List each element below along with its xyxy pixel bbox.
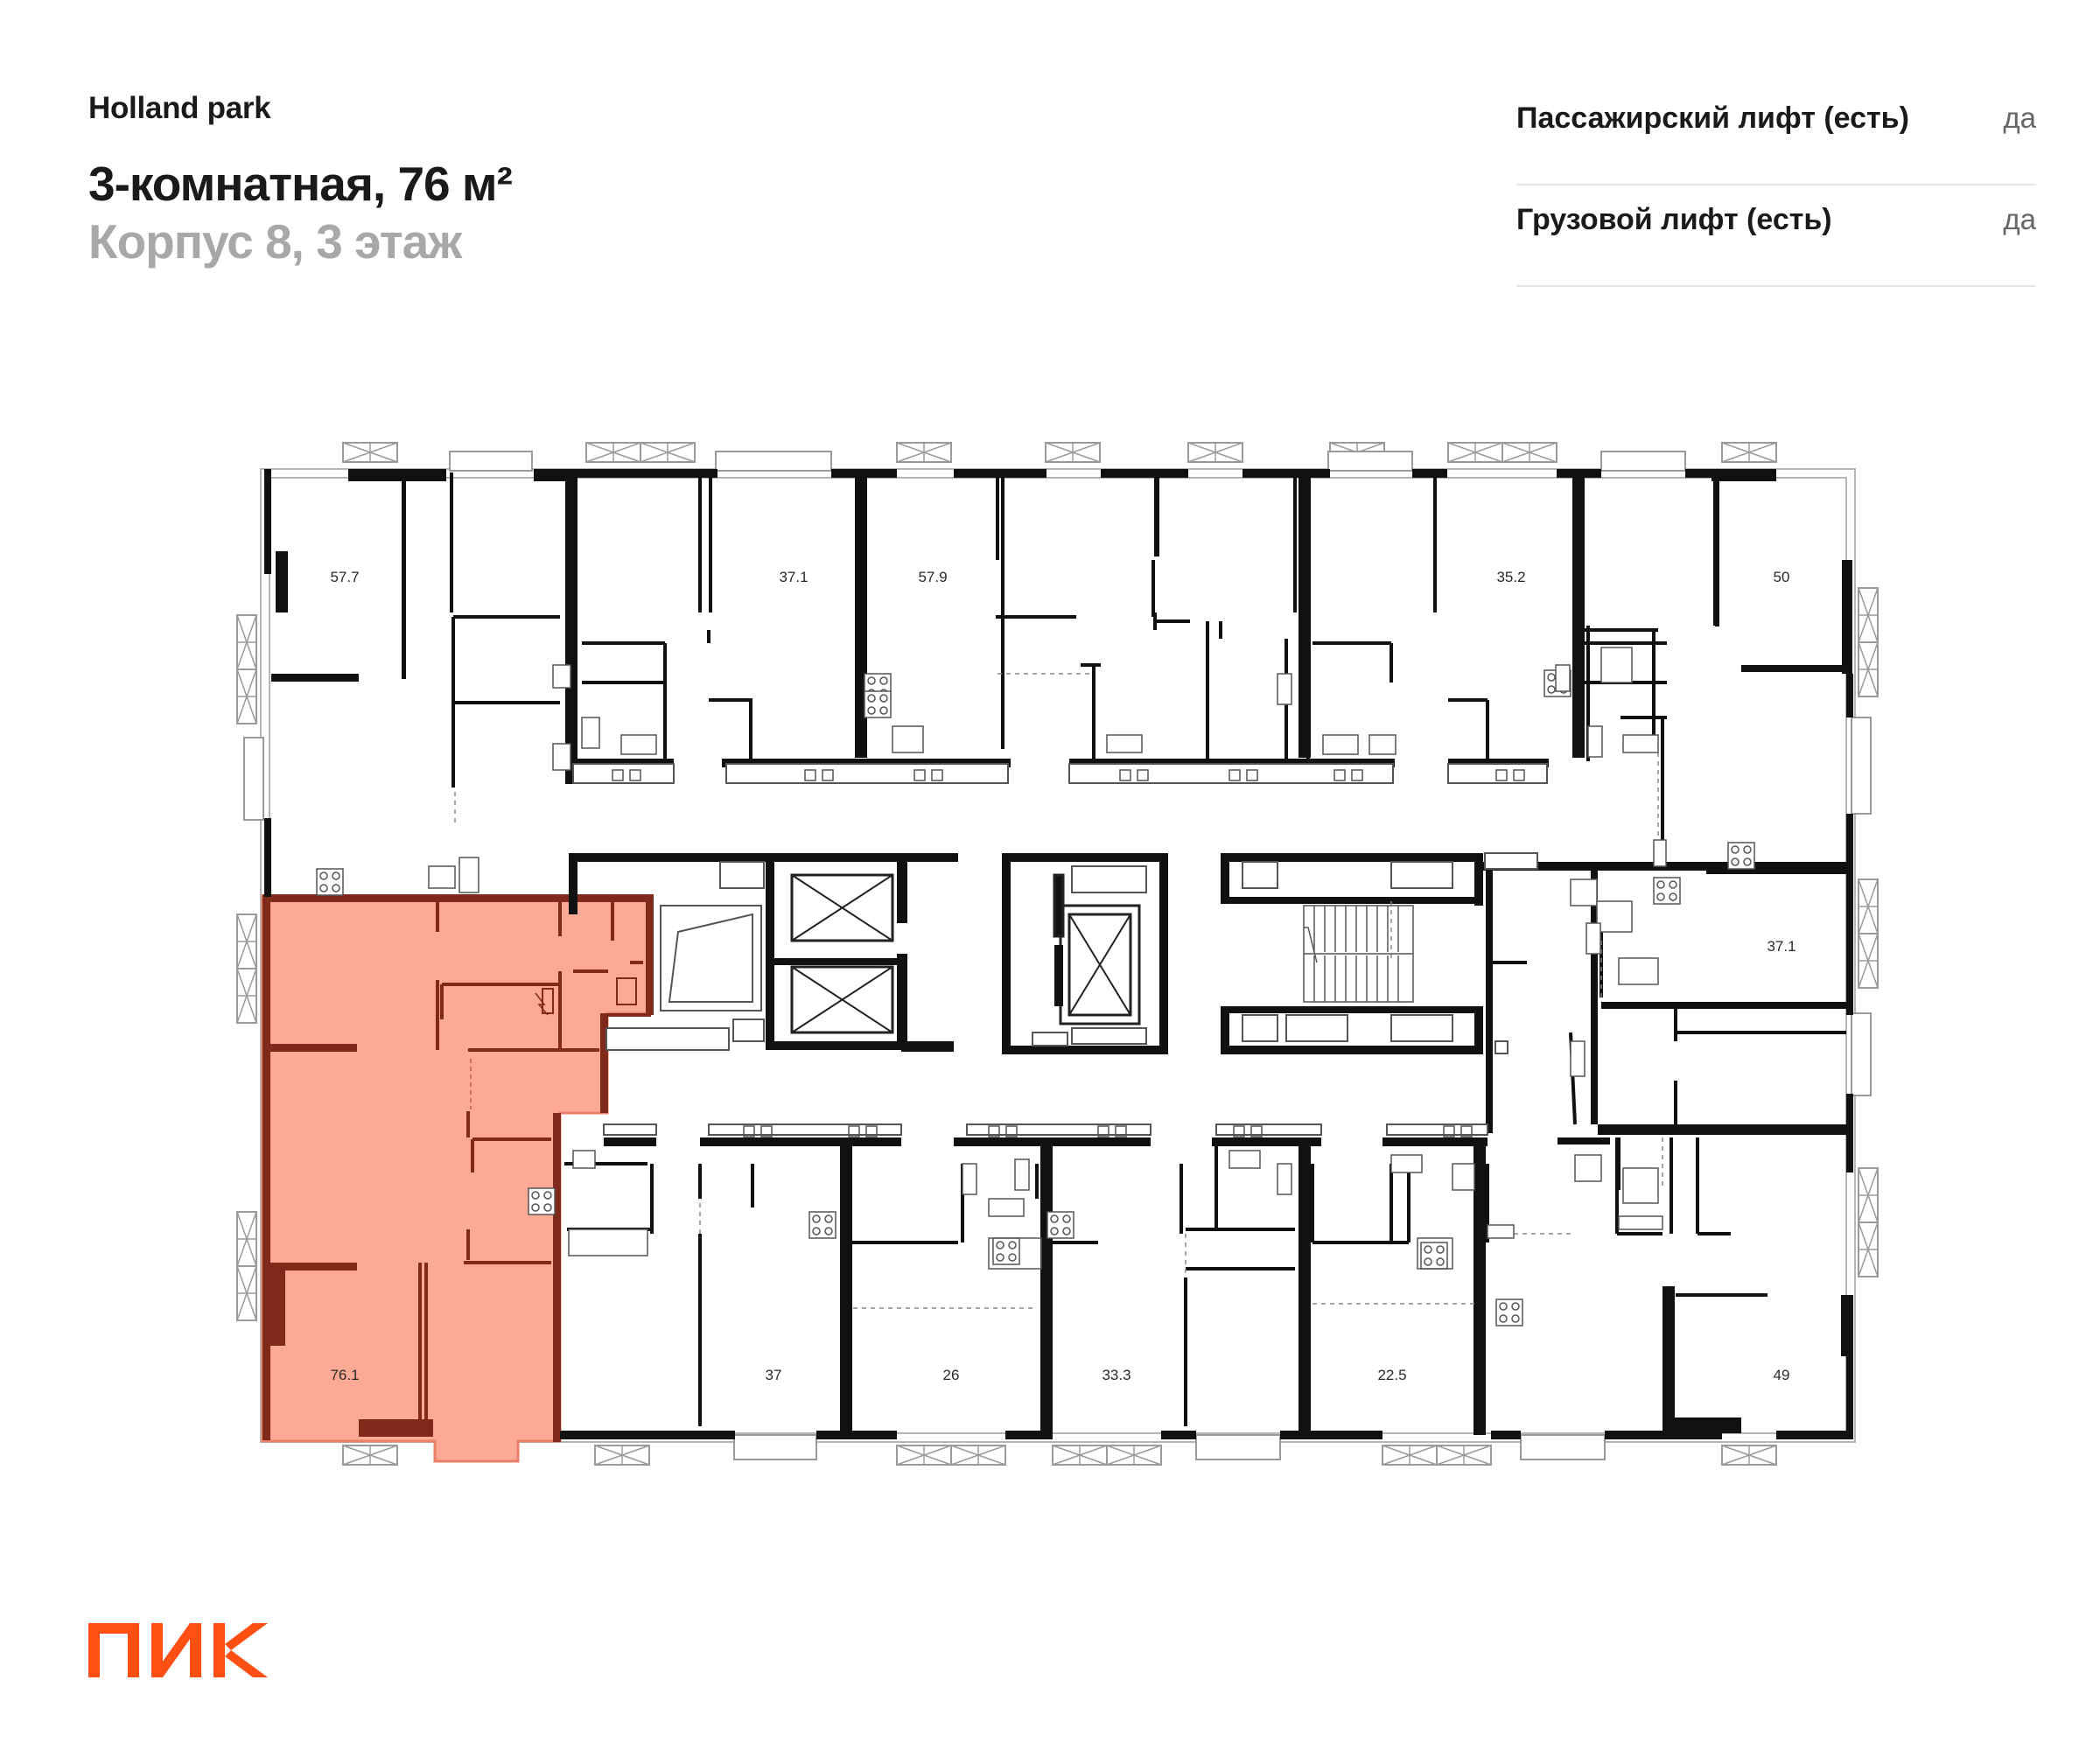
room-area-selected: 76.1 bbox=[330, 1367, 359, 1383]
pik-logo bbox=[88, 1623, 268, 1682]
loggias bbox=[243, 451, 1872, 1460]
core-utility bbox=[606, 852, 1538, 1054]
room-area: 49 bbox=[1774, 1367, 1790, 1383]
interior-walls bbox=[450, 472, 1846, 1426]
room-area: 22.5 bbox=[1377, 1367, 1406, 1383]
room-labels: 57.7 37.1 57.9 35.2 50 37.1 37 26 33.3 2… bbox=[330, 569, 1796, 1383]
spec-passenger-lift: Пассажирский лифт (есть) да bbox=[1516, 84, 2036, 186]
room-area: 35.2 bbox=[1496, 569, 1525, 585]
pik-logo-icon bbox=[88, 1623, 268, 1677]
specs-list: Пассажирский лифт (есть) да Грузовой лиф… bbox=[1516, 84, 2036, 287]
spec-freight-lift: Грузовой лифт (есть) да bbox=[1516, 186, 2036, 287]
elevators bbox=[790, 873, 1141, 1034]
apartment-title: 3-комнатная, 76 м² bbox=[88, 157, 513, 211]
selected-apartment[interactable]: 76.1 bbox=[261, 894, 654, 1463]
room-area: 57.7 bbox=[330, 569, 359, 585]
stairs bbox=[1303, 905, 1414, 1003]
room-area: 26 bbox=[943, 1367, 960, 1383]
room-area: 37.1 bbox=[779, 569, 808, 585]
windows-left bbox=[236, 614, 257, 1321]
room-area: 37.1 bbox=[1767, 938, 1796, 955]
spec-value: да bbox=[2003, 203, 2036, 235]
building-floor: Корпус 8, 3 этаж bbox=[88, 214, 462, 269]
windows-top bbox=[342, 442, 1777, 463]
room-area: 37 bbox=[766, 1367, 782, 1383]
room-area: 57.9 bbox=[918, 569, 947, 585]
room-area: 33.3 bbox=[1102, 1367, 1130, 1383]
room-area: 50 bbox=[1774, 569, 1790, 585]
spec-label: Пассажирский лифт (есть) bbox=[1516, 101, 1909, 135]
project-name: Holland park bbox=[88, 91, 271, 125]
bathroom-fixtures bbox=[428, 647, 1667, 1270]
spec-label: Грузовой лифт (есть) bbox=[1516, 202, 1832, 236]
corridor-counters bbox=[572, 763, 1548, 1136]
spec-value: да bbox=[2003, 102, 2036, 134]
windows-right bbox=[1858, 587, 1879, 1278]
